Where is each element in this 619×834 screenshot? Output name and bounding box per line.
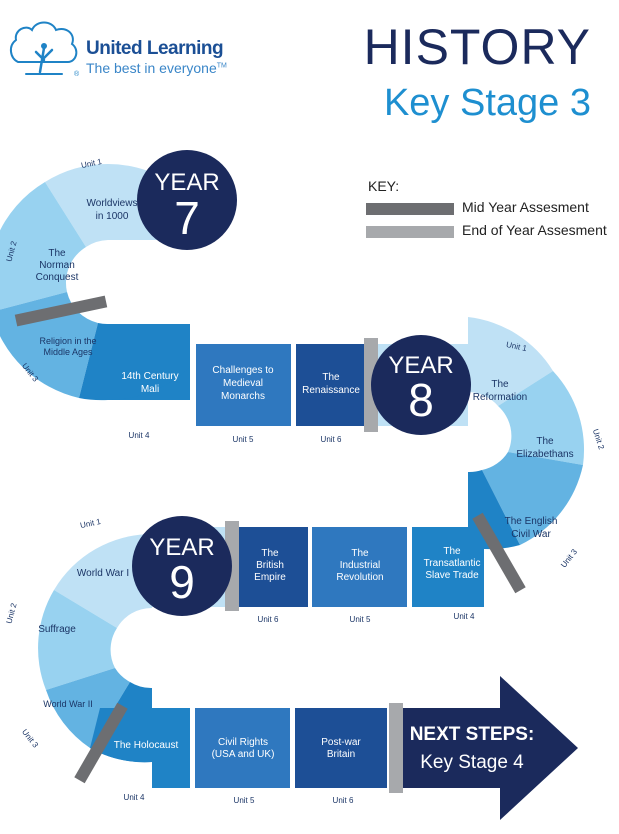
next-steps-line1: NEXT STEPS: <box>410 724 535 745</box>
y7-unit2-seg[interactable] <box>0 182 86 312</box>
y9-end-year-marker <box>389 703 403 793</box>
y8-unit1-seg[interactable] <box>468 317 553 406</box>
y9-mid-year-marker <box>74 702 128 784</box>
page-title: HISTORY <box>363 19 591 75</box>
y9-u5-title: Civil Rights(USA and UK) <box>212 737 275 760</box>
brand-tagline-text: The best in everyone <box>86 60 217 76</box>
y9-u1-label: Unit 1 <box>79 517 102 530</box>
year9-badge-number: 9 <box>169 556 195 608</box>
year7-badge-number: 7 <box>174 192 200 244</box>
next-steps-line2: Key Stage 4 <box>420 752 524 773</box>
y9-unit3-seg[interactable] <box>46 668 130 748</box>
y9-u4-label: Unit 4 <box>124 793 145 802</box>
year8-badge-number: 8 <box>408 374 434 426</box>
y7-mid-year-marker <box>14 295 108 327</box>
y7-u4-label: Unit 4 <box>129 431 150 440</box>
y8-u5-label: Unit 5 <box>350 615 371 624</box>
y9-unit1-seg[interactable] <box>54 534 152 628</box>
year7-badge-label: YEAR <box>154 169 219 196</box>
y9-unit2-seg[interactable] <box>38 590 118 690</box>
y8-mid-year-marker <box>472 512 526 594</box>
next-steps-arrow[interactable] <box>392 676 578 820</box>
y9-u1-title: World War I <box>77 568 129 579</box>
y8-u6-label: Unit 6 <box>258 615 279 624</box>
y9-u2-title: Suffrage <box>38 624 76 635</box>
key-end-year-label: End of Year Assesment <box>462 222 607 238</box>
y8-unit2-seg[interactable] <box>498 371 585 465</box>
y9-u6-label: Unit 6 <box>333 796 354 805</box>
brand-reg-mark: ® <box>74 70 80 78</box>
y8-u2-label: Unit 2 <box>591 428 606 451</box>
year8-badge[interactable]: YEAR 8 <box>371 335 471 435</box>
y8-u3-label: Unit 3 <box>559 547 579 569</box>
y9-unit4-fill <box>90 708 152 763</box>
year9-badge-label: YEAR <box>149 534 214 561</box>
y8-u1-label: Unit 1 <box>505 340 528 353</box>
y8-unit3-seg[interactable] <box>482 452 583 545</box>
brand-name: United Learning <box>86 38 224 59</box>
y7-unit6-block[interactable] <box>296 344 366 426</box>
key-mid-year-swatch <box>366 203 454 215</box>
year8-badge-label: YEAR <box>388 352 453 379</box>
y7-unit5-block[interactable] <box>196 344 291 426</box>
y8-u4-label: Unit 4 <box>454 612 475 621</box>
page-subtitle: Key Stage 3 <box>383 82 591 124</box>
y9-unit4-block[interactable] <box>152 708 190 788</box>
y9-u5-label: Unit 5 <box>234 796 255 805</box>
y9-u2-label: Unit 2 <box>5 602 19 625</box>
y9-u3-label: Unit 3 <box>20 727 40 749</box>
y8-unit5-block[interactable] <box>312 527 407 607</box>
y8-unit6-block[interactable] <box>238 527 308 607</box>
year9-badge[interactable]: YEAR 9 <box>132 516 232 616</box>
key-title: KEY: <box>368 178 400 194</box>
y7-u6-label: Unit 6 <box>321 435 342 444</box>
y7-u5-label: Unit 5 <box>233 435 254 444</box>
y8-unit4-block[interactable] <box>412 527 484 607</box>
y9-unit6-block[interactable] <box>295 708 387 788</box>
key-end-year-swatch <box>366 226 454 238</box>
y7-unit1-seg[interactable] <box>45 163 108 247</box>
year7-badge[interactable]: YEAR 7 <box>137 150 237 250</box>
year7-curve <box>0 163 366 426</box>
key-mid-year-label: Mid Year Assesment <box>462 199 589 215</box>
y7-u1-label: Unit 1 <box>80 157 103 170</box>
united-learning-logo-icon: ® <box>10 21 80 78</box>
y9-u3-title: World War II <box>43 699 93 709</box>
brand-tm: TM <box>216 62 227 70</box>
y9-unit5-block[interactable] <box>195 708 290 788</box>
brand-tagline: The best in everyoneTM <box>86 60 227 76</box>
y9-u4-title: The Holocaust <box>114 740 179 751</box>
